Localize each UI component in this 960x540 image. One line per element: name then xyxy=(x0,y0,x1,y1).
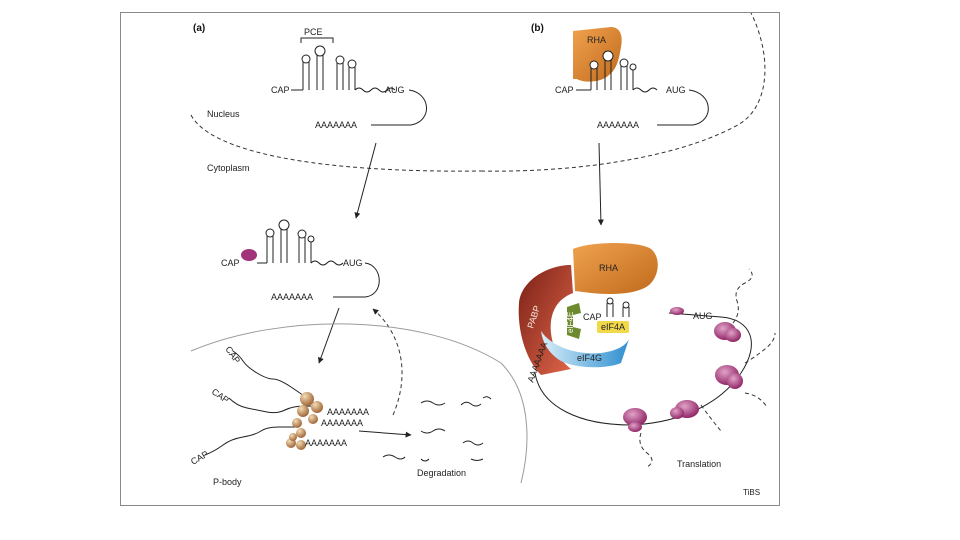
panel-b-label: (b) xyxy=(531,23,544,34)
cap-label-4: CAP xyxy=(210,386,231,405)
eif4g-label: eIF4G xyxy=(577,353,602,363)
aug-label-2: AUG xyxy=(343,258,363,268)
small-subunit-icon xyxy=(670,307,684,315)
cap-label-2: CAP xyxy=(221,258,240,268)
cap-label-b1: CAP xyxy=(555,85,574,95)
rha-cytoplasmic-shape xyxy=(573,243,658,294)
rha-label-2: RHA xyxy=(599,263,618,273)
mrna-nuclear-b: CAP AUG AAAAAAA xyxy=(555,50,709,130)
degradation-arrow xyxy=(358,430,412,438)
export-arrow-b xyxy=(597,142,604,226)
pbody-mrnas: CAP CAP CAP AAAAAAA AAAAAAA AAAAAAA xyxy=(189,344,369,466)
polya-label-2: AAAAAAA xyxy=(271,292,313,302)
eif4a-label: eIF4A xyxy=(601,322,625,332)
polya-label-3: AAAAAAA xyxy=(327,407,369,417)
eif4g-shape xyxy=(541,331,629,368)
pabp-shape xyxy=(518,265,573,375)
diagram-canvas: (a) Nucleus Cytoplasm CAP AUG AAAAAAA PC… xyxy=(189,13,776,497)
nucleus-label: Nucleus xyxy=(207,109,240,119)
nascent-peptides xyxy=(639,268,776,468)
rha-nuclear-shape xyxy=(573,27,622,82)
eif4e-label: eIF4E xyxy=(566,312,575,333)
pbody-boundary xyxy=(190,323,528,484)
pbody-entry-arrow xyxy=(318,307,340,364)
degradation-label: Degradation xyxy=(417,468,466,478)
cap-binding-protein-icon xyxy=(241,249,257,261)
translation-label: Translation xyxy=(677,459,721,469)
aug-label-b2: AUG xyxy=(693,311,713,321)
nuclear-envelope-b xyxy=(480,13,766,172)
eif4e-shape xyxy=(567,303,581,339)
ribosomes xyxy=(623,322,743,432)
panel-a-label: (a) xyxy=(193,23,205,34)
degradation-fragments xyxy=(382,396,492,462)
pbody-label: P-body xyxy=(213,477,242,487)
export-arrow xyxy=(354,142,377,219)
aug-label-b1: AUG xyxy=(666,85,686,95)
pbody-granules xyxy=(286,392,323,450)
figure-frame: (a) Nucleus Cytoplasm CAP AUG AAAAAAA PC… xyxy=(120,12,780,506)
ribosome-icon xyxy=(623,408,647,426)
polya-label-b1: AAAAAAA xyxy=(597,120,639,130)
journal-tag: TiBS xyxy=(743,488,760,497)
mrna-cytoplasm-a: CAP AUG AAAAAAA xyxy=(221,219,380,302)
cap-label-5: CAP xyxy=(189,449,210,467)
polya-label-4: AAAAAAA xyxy=(321,418,363,428)
pbody-exit-arrow xyxy=(372,308,403,416)
eif4a-shape xyxy=(597,321,629,333)
aug-label: AUG xyxy=(385,85,405,95)
pce-label: PCE xyxy=(304,27,323,37)
polya-label: AAAAAAA xyxy=(315,120,357,130)
cap-label-3: CAP xyxy=(223,344,242,365)
cap-label-b2: CAP xyxy=(583,312,602,322)
cap-label: CAP xyxy=(271,85,290,95)
rha-label-1: RHA xyxy=(587,35,606,45)
mrna-nuclear-a: CAP AUG AAAAAAA PCE xyxy=(271,27,427,130)
cytoplasm-label: Cytoplasm xyxy=(207,163,250,173)
polya-label-5: AAAAAAA xyxy=(305,438,347,448)
